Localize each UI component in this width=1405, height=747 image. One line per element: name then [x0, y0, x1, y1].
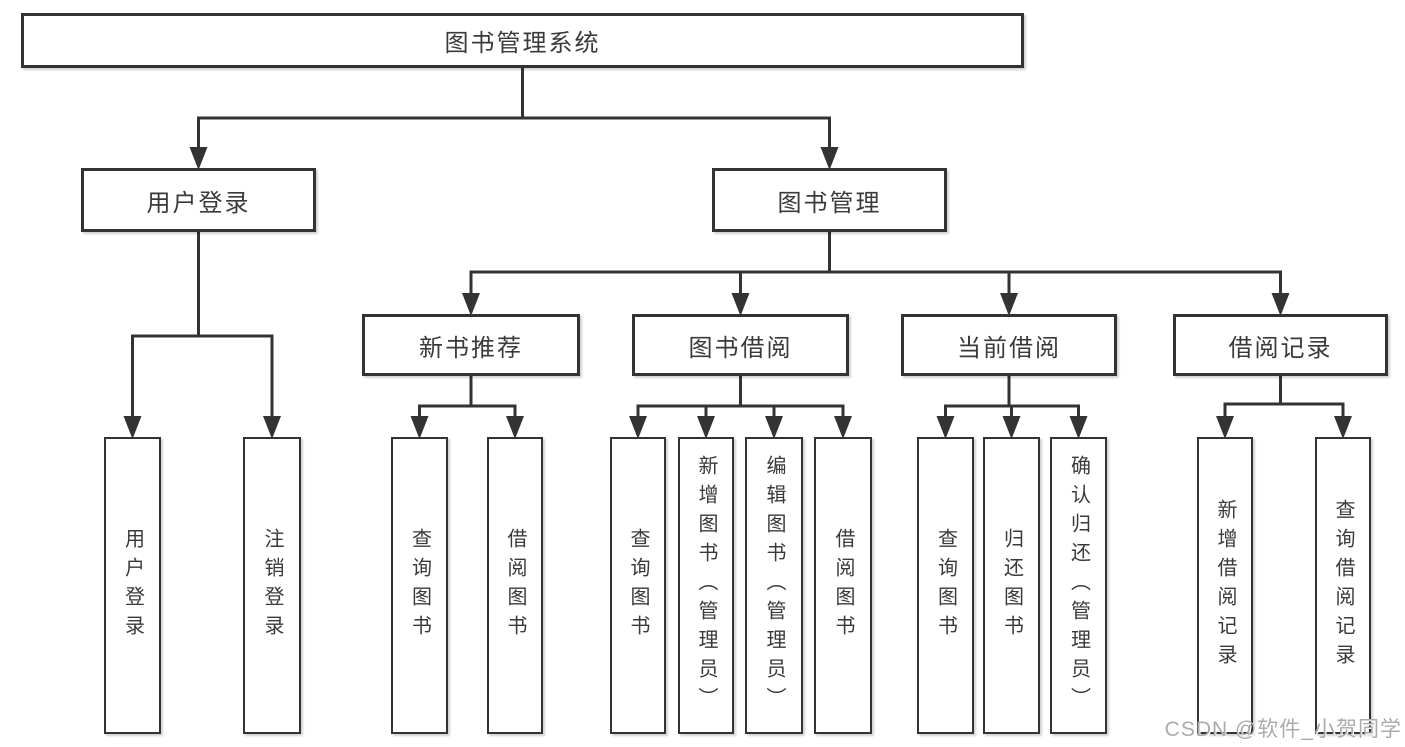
- arrowhead-icon: [123, 416, 142, 439]
- node-current-borrow: 当前借阅: [901, 314, 1117, 376]
- node-borrow-records: 借阅记录: [1173, 314, 1388, 376]
- node-label-borrow-records: 借阅记录: [1228, 334, 1333, 362]
- node-borrow-query-book: 查询图书: [610, 437, 666, 734]
- node-label-records-add-record: 新增借阅记录: [1214, 498, 1236, 673]
- node-label-recommend-query-book: 查询图书: [408, 527, 431, 644]
- node-label-borrow-edit-book: 编辑图书（管理员）: [763, 455, 785, 716]
- node-user-login: 用户登录: [81, 168, 316, 232]
- node-current-return-book: 归还图书: [983, 437, 1040, 734]
- arrowhead-icon: [765, 416, 783, 439]
- node-borrow-borrow-book: 借阅图书: [814, 437, 872, 734]
- node-label-book-borrow: 图书借阅: [688, 334, 793, 362]
- arrowhead-icon: [1271, 293, 1290, 316]
- node-label-current-confirm-return: 确认归还（管理员）: [1067, 455, 1090, 716]
- arrowhead-icon: [1069, 416, 1088, 439]
- arrowhead-icon: [1334, 416, 1352, 439]
- arrowhead-icon: [834, 416, 852, 439]
- node-label-logout-leaf: 注销登录: [261, 527, 283, 644]
- node-label-records-query-record: 查询借阅记录: [1332, 498, 1354, 673]
- node-label-current-return-book: 归还图书: [1000, 527, 1023, 644]
- arrowhead-icon: [189, 147, 208, 170]
- node-label-new-book-recommend: 新书推荐: [419, 334, 523, 362]
- arrowhead-icon: [820, 147, 839, 170]
- arrowhead-icon: [1000, 293, 1018, 316]
- node-label-current-query-book: 查询图书: [934, 527, 957, 644]
- node-book-management: 图书管理: [712, 168, 947, 232]
- node-label-book-management: 图书管理: [777, 189, 882, 217]
- arrowhead-icon: [462, 293, 480, 316]
- node-label-current-borrow: 当前借阅: [957, 334, 1061, 362]
- node-label-user-login: 用户登录: [146, 189, 251, 217]
- node-current-query-book: 查询图书: [917, 437, 974, 734]
- node-book-borrow: 图书借阅: [632, 314, 849, 376]
- node-label-borrow-add-book: 新增图书（管理员）: [695, 455, 717, 716]
- node-label-user-login-leaf: 用户登录: [121, 527, 144, 644]
- node-recommend-query-book: 查询图书: [391, 437, 448, 734]
- node-records-query-record: 查询借阅记录: [1315, 437, 1371, 734]
- arrowhead-icon: [697, 416, 715, 439]
- node-label-borrow-query-book: 查询图书: [627, 527, 649, 644]
- node-label-recommend-borrow-book: 借阅图书: [504, 527, 526, 644]
- arrowhead-icon: [731, 293, 750, 316]
- node-records-add-record: 新增借阅记录: [1197, 437, 1253, 734]
- arrowhead-icon: [1216, 416, 1234, 439]
- node-label-library-system: 图书管理系统: [444, 30, 601, 57]
- node-library-system: 图书管理系统: [21, 13, 1024, 68]
- node-new-book-recommend: 新书推荐: [362, 314, 580, 376]
- watermark: CSDN @软件_小贺同学: [1164, 718, 1402, 741]
- arrowhead-icon: [263, 416, 281, 439]
- arrowhead-icon: [410, 416, 429, 439]
- node-current-confirm-return: 确认归还（管理员）: [1050, 437, 1107, 734]
- node-user-login-leaf: 用户登录: [104, 437, 161, 734]
- arrowhead-icon: [506, 416, 524, 439]
- arrowhead-icon: [936, 416, 955, 439]
- node-borrow-add-book: 新增图书（管理员）: [678, 437, 734, 734]
- node-logout-leaf: 注销登录: [243, 437, 301, 734]
- arrowhead-icon: [629, 416, 647, 439]
- node-label-borrow-borrow-book: 借阅图书: [832, 527, 854, 644]
- arrowhead-icon: [1002, 416, 1021, 439]
- node-recommend-borrow-book: 借阅图书: [487, 437, 543, 734]
- node-borrow-edit-book: 编辑图书（管理员）: [745, 437, 803, 734]
